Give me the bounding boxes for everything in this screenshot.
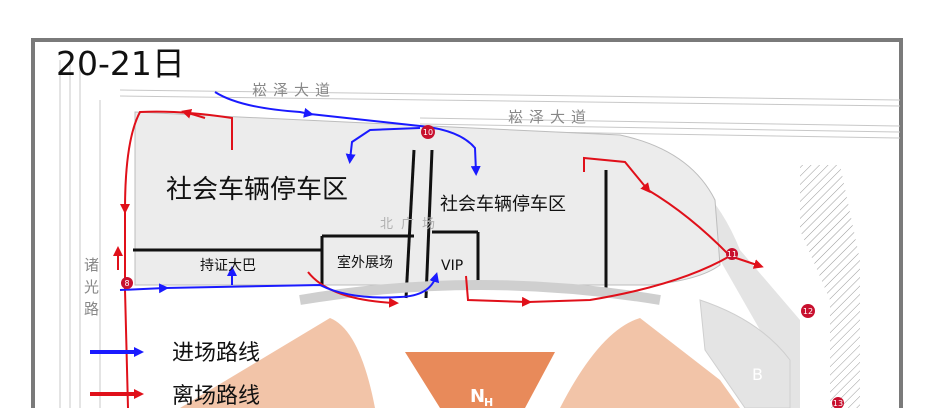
gate-marker-10 — [421, 125, 435, 139]
road-top-label: 崧泽大道 — [252, 81, 336, 99]
hatched-strip — [800, 165, 860, 408]
road-left — [59, 60, 101, 408]
legend: 进场路线 离场路线 — [90, 341, 260, 408]
ring-road — [299, 280, 661, 305]
hall-left — [180, 318, 375, 408]
zone-dividers — [133, 149, 608, 299]
hall-far-right — [699, 299, 791, 408]
gate-marker-8-label: 8 — [124, 279, 129, 288]
hall-right-label: B — [752, 365, 763, 384]
zone-social-parking-right: 社会车辆停车区 — [440, 194, 566, 215]
zone-outdoor-exhibition: 室外展场 — [337, 254, 393, 271]
road-left-char-2: 光 — [84, 278, 99, 296]
zone-social-parking-left: 社会车辆停车区 — [166, 175, 348, 205]
gate-marker-11 — [726, 248, 738, 260]
gate-marker-8 — [121, 277, 133, 289]
gate-marker-13-label: 13 — [833, 399, 843, 408]
legend-exit-label: 离场路线 — [172, 384, 260, 408]
hall-right — [560, 318, 740, 408]
entry-routes — [119, 91, 481, 299]
zone-licensed-bus: 持证大巴 — [200, 258, 256, 274]
hall-center — [405, 352, 555, 408]
road-left-char-1: 诸 — [84, 256, 99, 274]
north-plaza-label: 北广场 — [380, 217, 443, 232]
road-top — [119, 89, 901, 139]
road-left-char-3: 路 — [84, 300, 99, 318]
hall-center-label: N — [470, 386, 485, 407]
gate-marker-10-label: 10 — [423, 128, 433, 137]
legend-entry-label: 进场路线 — [172, 341, 260, 366]
gate-marker-12-label: 12 — [803, 307, 813, 316]
gate-marker-12 — [801, 304, 815, 318]
hall-center-sub-label: H — [484, 396, 493, 408]
zone-vip: VIP — [441, 258, 463, 274]
gate-markers: 8 10 11 12 13 — [121, 125, 844, 408]
date-title: 20-21日 — [56, 44, 185, 83]
exit-routes — [113, 108, 764, 408]
gate-marker-11-label: 11 — [727, 250, 737, 259]
gate-marker-13 — [832, 397, 844, 408]
road-top-label-2: 崧泽大道 — [508, 108, 592, 126]
